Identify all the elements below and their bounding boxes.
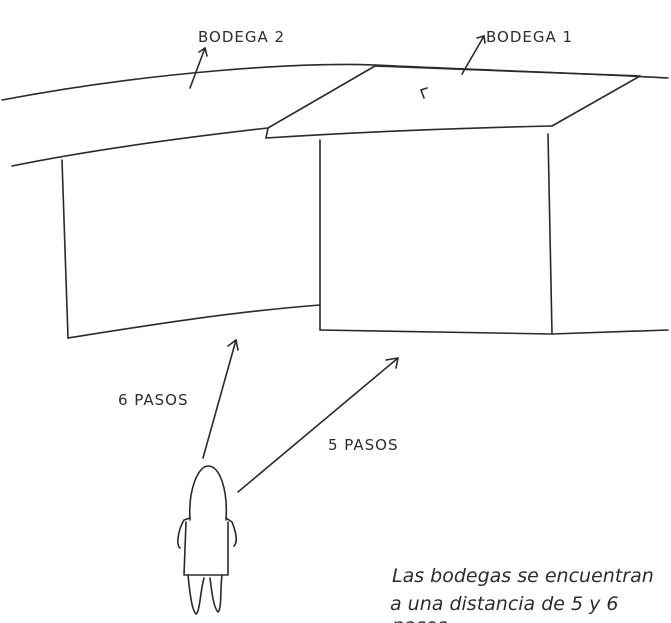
handwritten-note: Las bodegas se encuentran a una distanci… (390, 565, 654, 623)
note-line-3: pasos (391, 615, 447, 623)
label-6-pasos: 6 PASOS (118, 391, 189, 409)
bodega-2-building (2, 64, 668, 338)
note-line-1: Las bodegas se encuentran (392, 565, 654, 587)
roof-mark (421, 88, 427, 98)
bodega-1-building (266, 66, 668, 334)
label-5-pasos: 5 PASOS (328, 436, 399, 454)
person-figure (178, 466, 236, 614)
label-bodega-2: BODEGA 2 (198, 28, 285, 46)
walking-arrows (203, 340, 398, 492)
label-bodega-1: BODEGA 1 (486, 28, 573, 46)
note-line-2: a una distancia de 5 y 6 (390, 593, 619, 615)
